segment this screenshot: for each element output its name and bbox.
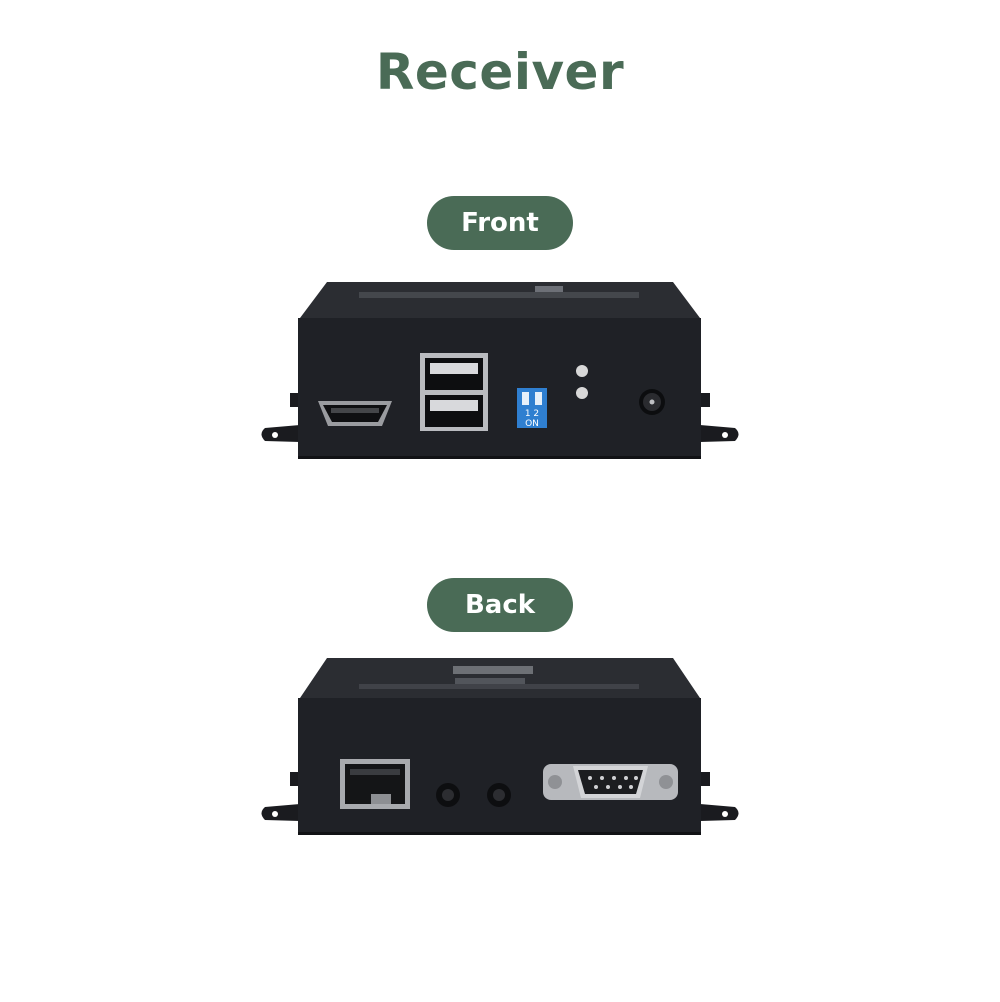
receiver-front-view: 1 2 ON bbox=[255, 278, 745, 468]
dc-power-jack-icon bbox=[639, 389, 665, 415]
mounting-ear-left bbox=[261, 804, 300, 821]
device-top-panel bbox=[300, 282, 700, 318]
dual-usb-port-icon bbox=[420, 353, 488, 431]
receiver-back-view bbox=[255, 654, 745, 844]
device-front-face bbox=[298, 318, 701, 458]
audio-jack-icon bbox=[487, 783, 511, 807]
front-view-label: Front bbox=[427, 196, 573, 250]
back-view-label: Back bbox=[427, 578, 573, 632]
mounting-ear-right bbox=[700, 425, 739, 442]
svg-text:ON: ON bbox=[525, 419, 539, 429]
svg-text:1 2: 1 2 bbox=[525, 409, 539, 419]
dip-switch-icon: 1 2 ON bbox=[517, 388, 547, 429]
audio-jack-icon bbox=[436, 783, 460, 807]
page-title: Receiver bbox=[375, 43, 625, 101]
db9-serial-port-icon bbox=[543, 764, 678, 800]
mounting-ear-right bbox=[700, 804, 739, 821]
hdmi-port-icon bbox=[318, 401, 392, 426]
mounting-ear-left bbox=[261, 425, 300, 442]
rj45-port-icon bbox=[340, 759, 410, 809]
led-indicator-icon bbox=[576, 365, 588, 399]
